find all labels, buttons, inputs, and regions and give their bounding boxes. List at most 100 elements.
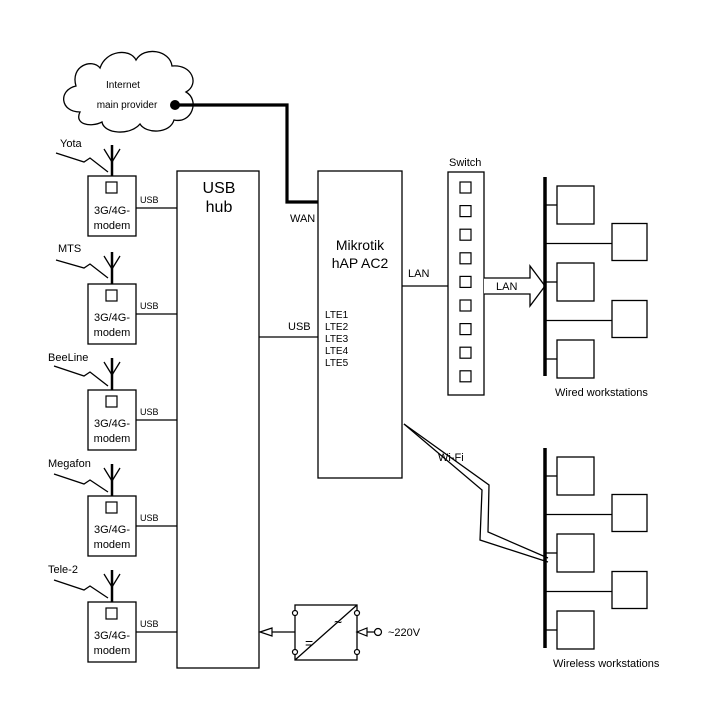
workstation: [556, 339, 595, 379]
modem-label-2: modem: [94, 433, 131, 445]
router-usb-label: USB: [288, 321, 311, 333]
signal-zigzag: [53, 579, 109, 599]
terminal-icon: [353, 648, 361, 656]
modem-label-1: 3G/4G-: [94, 524, 130, 536]
network-switch: Switch LAN: [402, 157, 546, 396]
signal-zigzag: [53, 365, 109, 387]
workstation: [556, 185, 595, 225]
ac-symbol-icon: ~: [334, 614, 342, 630]
signal-zigzag: [55, 259, 109, 279]
wired-workstations: Wired workstations: [543, 177, 648, 399]
power-supply: = ~ ~220V: [258, 604, 421, 661]
operator-label: MTS: [58, 243, 81, 255]
modem-5: Tele-2 3G/4G- modem USB: [48, 564, 177, 663]
switch-port: [459, 323, 472, 336]
power-label: ~220V: [388, 627, 421, 639]
mikrotik-router: Mikrotik hAP AC2 WAN LAN USB LTE1 LTE2 L…: [288, 170, 429, 479]
modem-label-2: modem: [94, 327, 131, 339]
switch-lan-label: LAN: [496, 281, 517, 293]
modem-label-2: modem: [94, 645, 131, 657]
operator-label: Tele-2: [48, 564, 78, 576]
switch-port: [459, 181, 472, 194]
operator-label: Yota: [60, 138, 83, 150]
workstation: [611, 493, 648, 533]
modem-4: Megafon 3G/4G- modem USB: [48, 458, 177, 557]
modem-indicator: [105, 289, 118, 302]
arrow-left-icon: [258, 627, 273, 637]
workstation: [611, 570, 648, 610]
workstation: [556, 533, 595, 573]
wan-link: [175, 103, 318, 204]
modem-3: BeeLine 3G/4G- modem USB: [48, 352, 177, 451]
mains-plug-icon: [373, 627, 383, 637]
wired-workstation-group: [545, 185, 648, 379]
modem-usb-label: USB: [140, 619, 159, 629]
operator-label: Megafon: [48, 458, 91, 470]
modem-usb-label: USB: [140, 513, 159, 523]
modem-box: [87, 283, 137, 345]
cloud-label-1: Internet: [106, 80, 140, 91]
switch-port: [459, 205, 472, 218]
modem-2: MTS 3G/4G- modem USB: [55, 243, 177, 345]
modem-1: Yota 3G/4G- modem USB: [55, 138, 177, 237]
lte-label-5: LTE5: [325, 358, 349, 369]
terminal-icon: [353, 609, 361, 617]
modem-usb-label: USB: [140, 301, 159, 311]
hub-label-2: hub: [206, 199, 233, 216]
modem-indicator: [105, 607, 118, 620]
antenna-fork: [103, 148, 121, 164]
wifi-zigzag-b: [403, 423, 549, 559]
modem-label-1: 3G/4G-: [94, 312, 130, 324]
cloud-label-2: main provider: [97, 100, 158, 111]
modem-label-2: modem: [94, 539, 131, 551]
switch-ports: [459, 181, 472, 383]
signal-zigzag: [53, 473, 109, 493]
wired-label: Wired workstations: [555, 387, 648, 399]
operator-label: BeeLine: [48, 352, 88, 364]
modem-usb-label: USB: [140, 407, 159, 417]
psu-diagonal: [294, 604, 358, 661]
wifi-link: Wi-Fi: [403, 423, 549, 563]
antenna-fork: [103, 255, 121, 271]
terminal-icon: [291, 609, 299, 617]
wireless-workstation-group: [545, 456, 648, 650]
wireless-label: Wireless workstations: [553, 658, 660, 670]
modem-usb-label: USB: [140, 195, 159, 205]
switch-port: [459, 370, 472, 383]
wireless-workstations: Wireless workstations: [543, 448, 660, 670]
wifi-label: Wi-Fi: [438, 452, 464, 464]
modem-label-2: modem: [94, 220, 131, 232]
lte-label-2: LTE2: [325, 322, 349, 333]
lte-label-1: LTE1: [325, 310, 349, 321]
terminal-icon: [291, 648, 299, 656]
modem-label-1: 3G/4G-: [94, 205, 130, 217]
signal-zigzag: [55, 152, 109, 173]
router-label-1: Mikrotik: [336, 237, 385, 253]
workstation: [611, 222, 648, 262]
workstation: [556, 456, 595, 496]
wan-port-label: WAN: [290, 213, 315, 225]
switch-port: [459, 275, 472, 288]
modem-indicator: [105, 395, 118, 408]
switch-label: Switch: [449, 157, 481, 169]
modem-label-1: 3G/4G-: [94, 630, 130, 642]
dc-symbol-icon: =: [305, 635, 313, 651]
arrow-left-icon: [355, 627, 368, 637]
antenna-fork: [103, 573, 121, 589]
workstation: [611, 299, 648, 339]
modem-indicator: [105, 501, 118, 514]
lan-port-label: LAN: [408, 268, 429, 280]
modem-label-1: 3G/4G-: [94, 418, 130, 430]
switch-port: [459, 228, 472, 241]
antenna-fork: [103, 361, 121, 377]
wifi-zigzag-a: [403, 423, 549, 563]
lte-label-3: LTE3: [325, 334, 349, 345]
switch-port: [459, 252, 472, 265]
modem-indicator: [105, 181, 118, 194]
internet-cloud: Internet main provider: [63, 50, 194, 133]
workstation: [556, 610, 595, 650]
router-label-2: hAP AC2: [332, 255, 389, 271]
workstation: [556, 262, 595, 302]
